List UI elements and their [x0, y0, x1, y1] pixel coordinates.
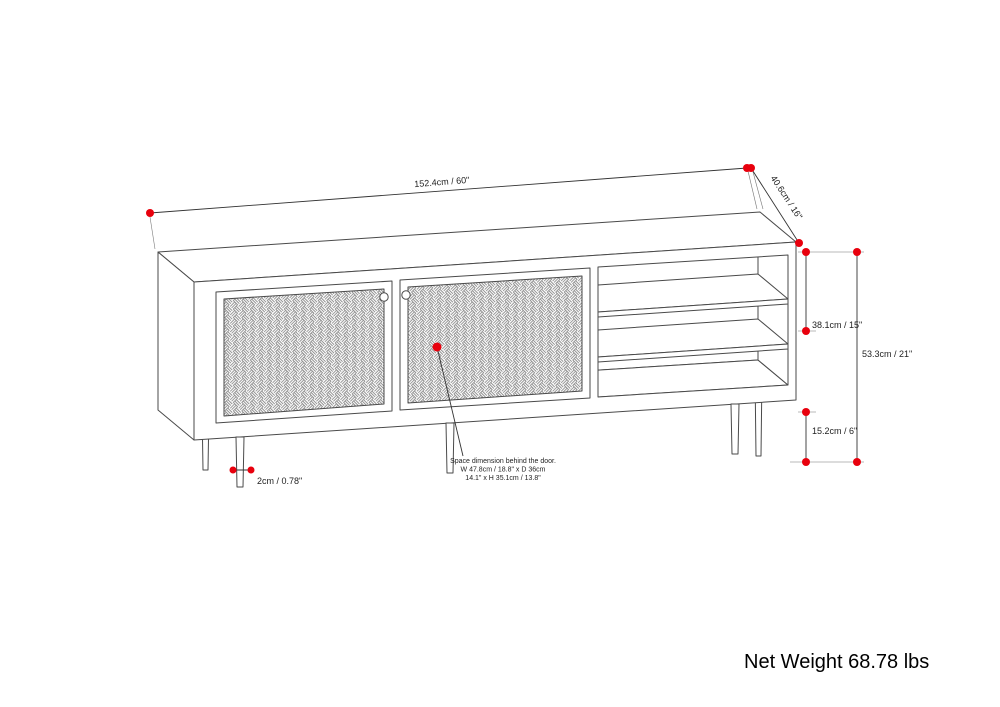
front-right-leg: [730, 403, 740, 455]
net-weight-label: Net Weight 68.78 lbs: [744, 651, 929, 673]
open-compartment-interior: [598, 255, 788, 397]
marker-dot: [802, 248, 810, 256]
marker-dot: [229, 466, 237, 474]
cabinet-doors: [215, 267, 591, 424]
front-left-leg: [235, 436, 245, 488]
shelf-upper-edge: [598, 298, 788, 318]
marker-dot: [802, 408, 810, 416]
marker-dot: [853, 248, 861, 256]
compartment-opening-outline: [597, 254, 789, 398]
marker-dot: [146, 209, 154, 217]
door-space-note-line2: W 47.8cm / 18.8" x D 36cm: [461, 467, 546, 474]
depth-dimension-line: [750, 167, 800, 244]
middle-door-knob: [401, 290, 411, 300]
leg-thickness-dimension-label: 2cm / 0.78": [257, 476, 302, 486]
marker-dot: [853, 458, 861, 466]
marker-dot: [802, 458, 810, 466]
marker-dot: [802, 327, 810, 335]
total-height-dimension-label: 53.3cm / 21": [862, 349, 912, 359]
leg-height-dimension-label: 15.2cm / 6": [812, 426, 857, 436]
door-note-marker-dot: [432, 342, 442, 352]
cabinet-left-face: [157, 251, 195, 441]
middle-door-weave-panel: [407, 275, 583, 404]
cabinet-front-legs: [235, 403, 740, 488]
compartment-bottom: [598, 359, 788, 397]
width-dimension-line: [149, 167, 748, 214]
marker-dot: [795, 239, 803, 247]
door-note-leader-line: [437, 350, 464, 457]
left-door-knob: [379, 292, 389, 302]
door-space-note-line1: Space dimension behind the door.: [450, 458, 556, 465]
marker-dot: [747, 164, 755, 172]
depth-dimension-label: 40.6cm / 16": [769, 174, 805, 222]
front-middle-leg: [445, 422, 455, 474]
shelf-lower-edge: [598, 343, 788, 363]
marker-dot: [247, 466, 255, 474]
upper-height-dimension-label: 38.1cm / 15": [812, 320, 862, 330]
door-space-note-line3: 14.1" x H 35.1cm / 13.8": [465, 475, 541, 482]
left-door-weave-panel: [223, 288, 385, 417]
dimension-markers: [146, 164, 861, 474]
width-dimension-label: 152.4cm / 60": [414, 175, 470, 189]
cabinet-drawing: [157, 211, 797, 488]
